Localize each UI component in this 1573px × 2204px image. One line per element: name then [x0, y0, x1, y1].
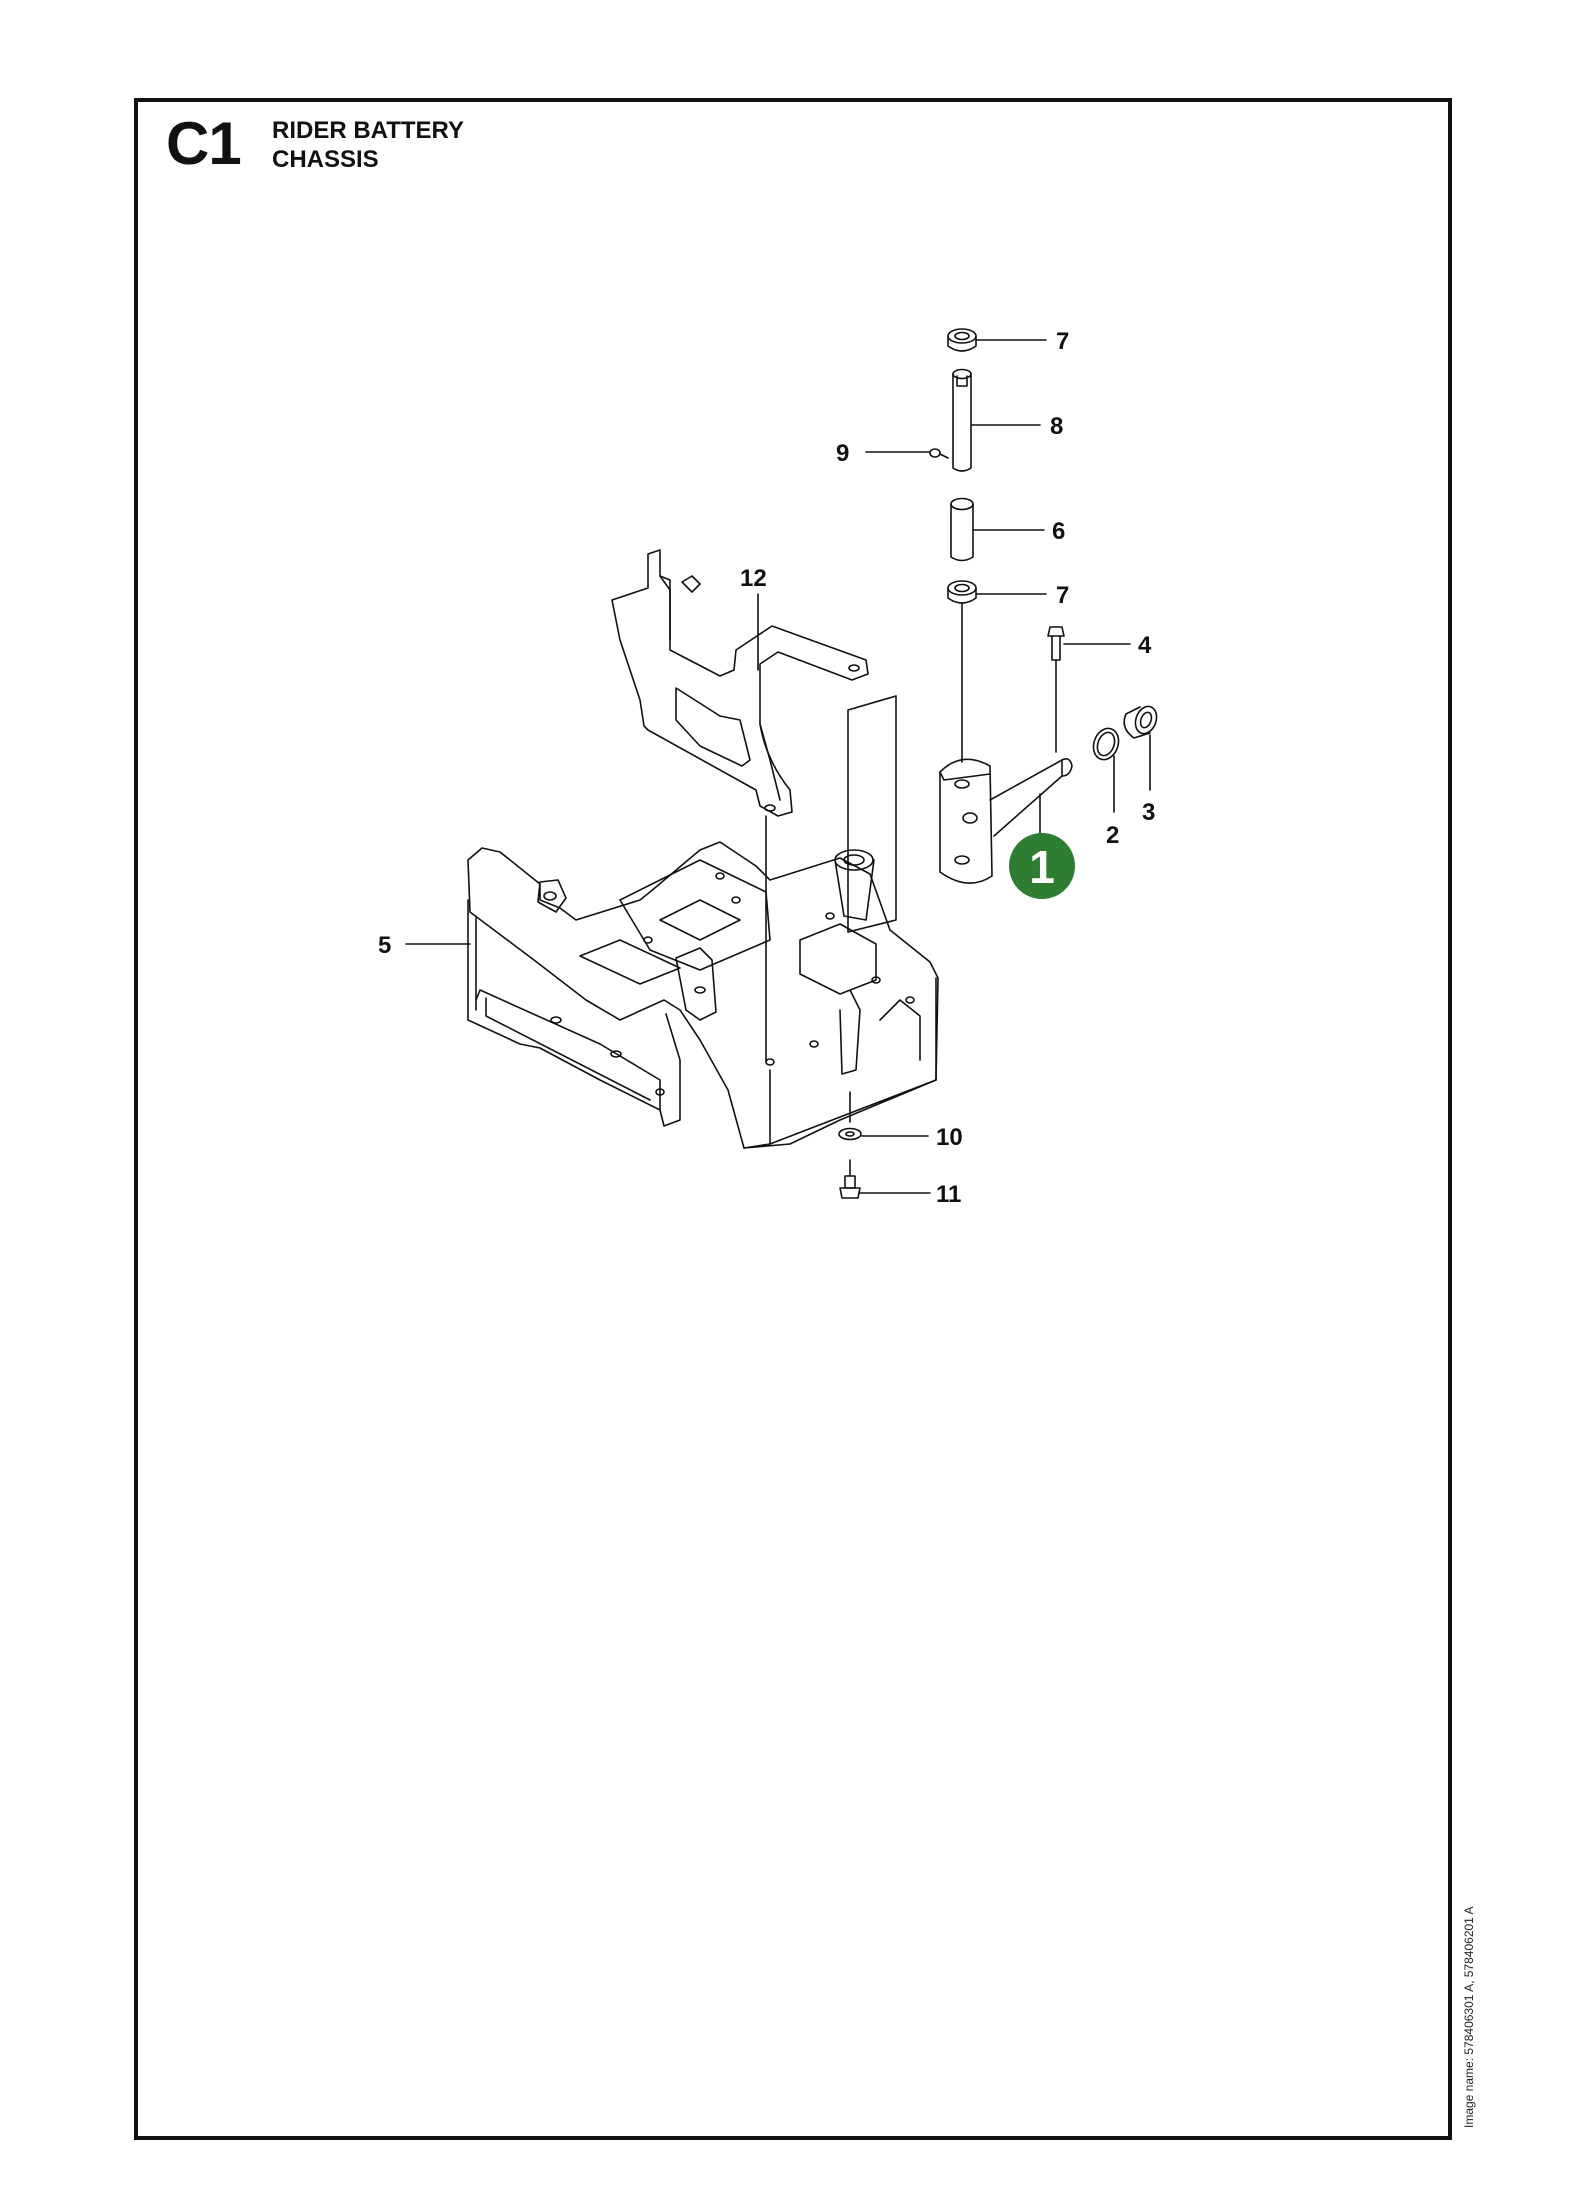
part-bracket [611, 549, 869, 817]
part-collar [1123, 705, 1158, 739]
callout-9: 9 [836, 440, 849, 467]
part-bolt-bottom [839, 1159, 861, 1199]
part-spindle-yoke [939, 758, 1073, 884]
callout-4: 4 [1138, 632, 1152, 659]
leader-lines [405, 339, 1151, 1194]
section-title-line-1: RIDER BATTERY [272, 117, 464, 144]
callout-7-top: 7 [1056, 328, 1069, 355]
part-bushing-top [947, 328, 977, 352]
assembly-line [847, 695, 897, 933]
callout-3: 3 [1142, 799, 1155, 826]
part-1-highlight-number: 1 [1029, 841, 1055, 893]
callout-10: 10 [936, 1124, 963, 1151]
part-spacer-tube [950, 497, 974, 562]
part-washer-bottom [838, 1127, 862, 1141]
callout-6: 6 [1052, 518, 1065, 545]
callout-2: 2 [1106, 822, 1119, 849]
part-pin [952, 368, 972, 472]
part-grease-nipple [929, 448, 949, 459]
section-title: RIDER BATTERY CHASSIS [272, 116, 464, 174]
part-washer [1092, 727, 1120, 761]
section-code: C1 [166, 110, 242, 177]
callout-5: 5 [378, 932, 391, 959]
part-chassis-frame [467, 841, 939, 1149]
image-name-label: Image name: 578406301 A, 578406201 A [1462, 1906, 1476, 2128]
page-frame [134, 98, 1452, 2140]
callout-12: 12 [740, 565, 767, 592]
part-bolt [1047, 626, 1065, 753]
callout-11: 11 [936, 1181, 961, 1208]
callout-8: 8 [1050, 413, 1063, 440]
section-title-line-2: CHASSIS [272, 146, 379, 173]
callout-7-lower: 7 [1056, 582, 1069, 609]
part-1-highlight-badge [1009, 833, 1075, 899]
part-bushing-lower [947, 580, 977, 604]
